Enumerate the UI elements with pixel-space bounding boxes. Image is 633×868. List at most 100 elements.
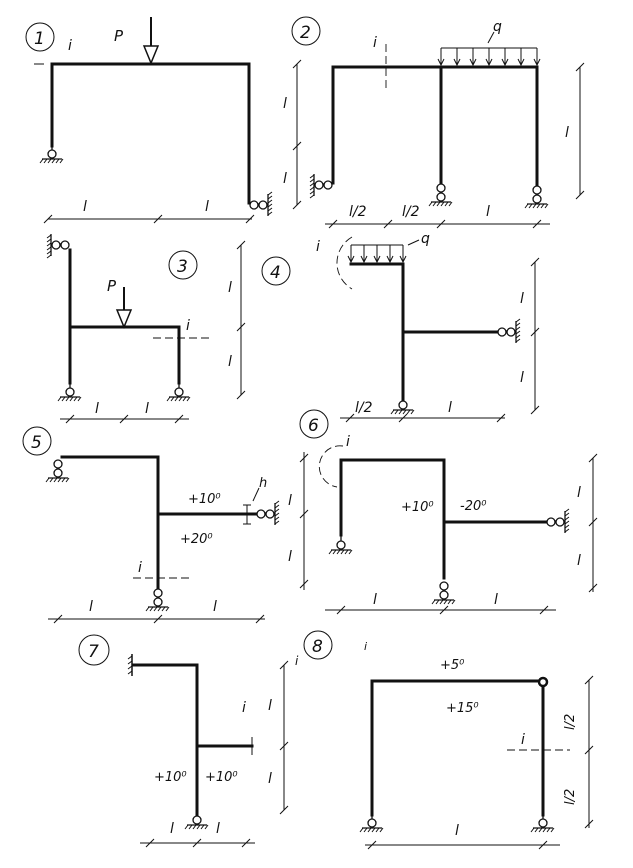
span-label: l [494, 592, 498, 608]
pin-support [359, 812, 384, 833]
point-load-arrow [142, 45, 160, 65]
wall-roller-support [256, 500, 280, 526]
problem-number: 6 [308, 416, 319, 436]
span-label: l [216, 821, 220, 837]
roller-support [145, 588, 170, 612]
span-label: l/2 [402, 204, 420, 220]
roller-support [524, 185, 549, 209]
roller-support [45, 459, 70, 483]
load-label: P [114, 27, 124, 45]
problem-number-circle [78, 634, 110, 666]
span-label: l [486, 204, 490, 220]
problem-number: 3 [177, 257, 188, 277]
stiffness-label: i [138, 560, 142, 576]
load-label: P [107, 277, 117, 295]
roller-support [428, 183, 453, 207]
height-label: l [268, 698, 272, 714]
stiffness-label: i [316, 239, 320, 255]
stiffness-label: i [242, 700, 246, 716]
stiffness-label: i [521, 732, 525, 748]
span-label: l [83, 199, 87, 215]
temperature-label: +15⁰ [446, 701, 479, 716]
span-label: l [448, 400, 452, 416]
height-label: l/2 [563, 714, 578, 730]
height-label: l [520, 291, 524, 307]
span-label: l [213, 599, 217, 615]
height-label: l/2 [563, 789, 578, 805]
load-label: q [421, 231, 430, 247]
pin-support [328, 534, 353, 555]
frame-problem-2: 2 q i l/2 l/2 l l [291, 16, 585, 229]
pin-support [184, 809, 209, 830]
temperature-label: +10⁰ [188, 492, 221, 507]
height-label: l [268, 771, 272, 787]
problem-number: 2 [300, 23, 311, 43]
problem-number: 4 [270, 263, 281, 283]
wall-roller-support [249, 191, 273, 217]
problem-number-circle [168, 250, 198, 280]
temperature-label: +10⁰ [154, 770, 187, 785]
section-depth-label: h [259, 476, 267, 491]
span-label: l [373, 592, 377, 608]
frame-problem-7: 7 i i +10⁰ +10⁰ l l l l [78, 634, 299, 848]
hinge-joint [537, 676, 549, 688]
pin-support [39, 143, 64, 164]
problem-number: 5 [31, 433, 42, 453]
roller-support [431, 581, 456, 605]
height-label: l [565, 125, 569, 141]
problem-number-circle [25, 22, 55, 52]
span-label: l/2 [349, 204, 367, 220]
problem-number: 1 [34, 29, 45, 49]
wall-roller-support [46, 233, 70, 259]
distributed-load-arrows [437, 48, 541, 67]
height-label: l [577, 553, 581, 569]
frame-members [60, 455, 160, 592]
stiffness-label: i [373, 35, 377, 51]
frame-members [132, 663, 199, 817]
stiffness-label: i [295, 654, 299, 668]
wall-roller-support [309, 173, 333, 199]
problem-number-circle [22, 426, 52, 456]
span-label: l [170, 821, 174, 837]
section-arc [336, 236, 353, 290]
frame-problem-5: 5 +10⁰ +20⁰ h i l l l l [22, 426, 309, 624]
height-label: l [288, 493, 292, 509]
frame-problem-1: 1 P i l l l l [25, 17, 302, 224]
span-label: l [205, 199, 209, 215]
stiffness-label: i [364, 640, 367, 653]
height-label: l [577, 485, 581, 501]
frame-problem-8: 8 +5⁰ +15⁰ i i l l/2 l/2 [303, 630, 594, 850]
span-label: l/2 [355, 400, 373, 416]
height-label: l [520, 370, 524, 386]
problem-number: 8 [312, 637, 323, 657]
height-label: l [288, 549, 292, 565]
span-label: l [145, 401, 149, 417]
temperature-label: +10⁰ [205, 770, 238, 785]
problem-number-circle [299, 409, 329, 439]
height-label: l [283, 96, 287, 112]
load-label: q [493, 19, 502, 35]
temperature-label: +5⁰ [440, 658, 465, 673]
problem-number-circle [303, 630, 333, 660]
stiffness-label: i [346, 434, 350, 450]
temperature-label: +10⁰ [401, 500, 434, 515]
span-label: l [95, 401, 99, 417]
wall-roller-support [497, 318, 521, 344]
stiffness-label: i [186, 318, 190, 334]
problem-number-circle [291, 16, 321, 46]
temperature-label: +20⁰ [180, 532, 213, 547]
pin-support [390, 394, 415, 415]
point-load-arrow [115, 309, 133, 329]
frame-members [349, 262, 405, 402]
frame-members [370, 679, 545, 817]
pin-support [530, 812, 555, 833]
height-label: l [228, 280, 232, 296]
height-label: l [283, 171, 287, 187]
section-arc [318, 445, 344, 488]
frame-members [50, 62, 251, 205]
pin-support [57, 381, 82, 402]
frame-members [331, 65, 539, 187]
span-label: l [89, 599, 93, 615]
problem-number-circle [261, 256, 291, 286]
